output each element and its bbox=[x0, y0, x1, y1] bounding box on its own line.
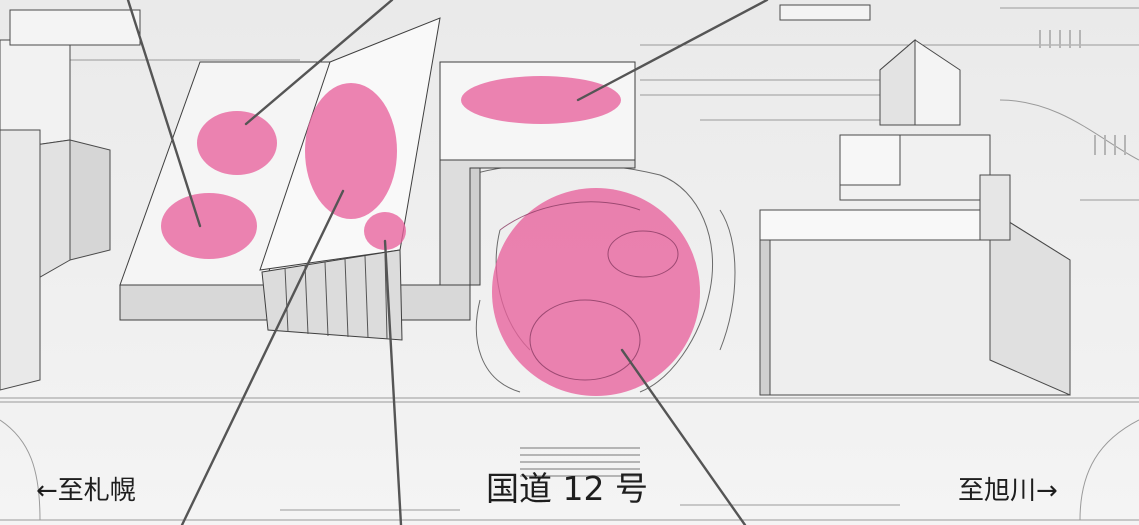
leader-lines bbox=[126, 0, 769, 525]
leader-roof-center bbox=[180, 189, 345, 525]
highlight-roof-left-upper bbox=[197, 111, 277, 175]
crosswalks bbox=[520, 30, 1126, 477]
leader-roof-center-small bbox=[383, 239, 403, 525]
direction-label-asahikawa: 至旭川→ bbox=[958, 476, 1058, 506]
direction-label-sapporo: ←至札幌 bbox=[36, 476, 136, 506]
road-network bbox=[0, 7, 1139, 521]
right-buildings bbox=[759, 4, 1071, 396]
highlight-roof-right bbox=[461, 76, 621, 124]
leader-plaza bbox=[620, 348, 747, 525]
highlight-roof-center bbox=[305, 83, 397, 219]
highlight-roof-center-small bbox=[364, 212, 406, 250]
leader-roof-left-upper bbox=[244, 0, 394, 126]
facade-mullions bbox=[284, 252, 388, 340]
plaza-inner-contours bbox=[499, 201, 679, 381]
leader-roof-left-lower bbox=[126, 0, 202, 228]
road-name-label: 国道 12 号 bbox=[486, 469, 648, 508]
highlight-plaza bbox=[492, 188, 700, 396]
leader-roof-right bbox=[576, 0, 769, 102]
highlight-roof-left-lower bbox=[161, 193, 257, 259]
highlight-areas bbox=[161, 76, 700, 396]
left-buildings bbox=[0, 9, 141, 391]
